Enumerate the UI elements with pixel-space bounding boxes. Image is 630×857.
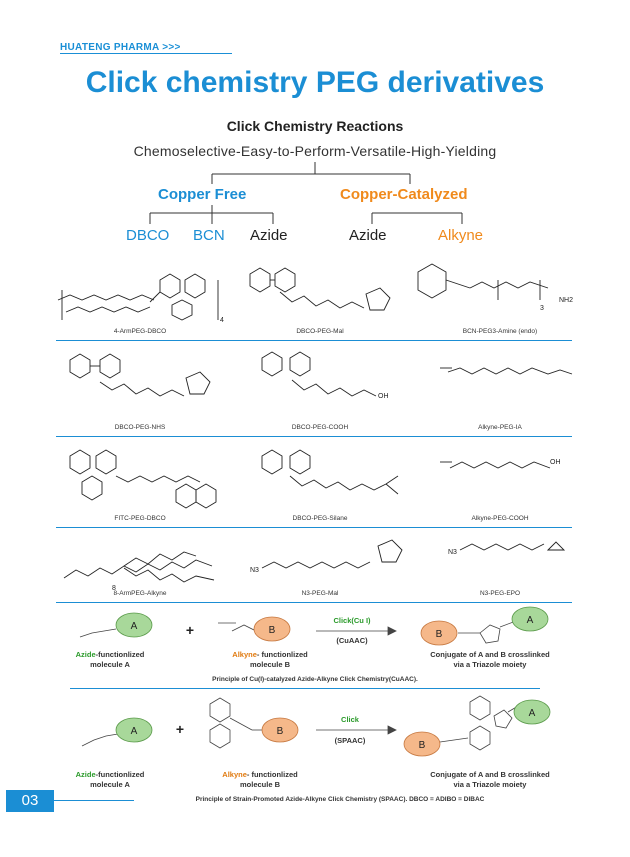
item-dbco: DBCO — [126, 227, 170, 244]
caption-alkyne-cooh: Alkyne-PEG-COOH — [471, 515, 529, 522]
spaac-b-product: B — [419, 740, 426, 751]
cuaac-scheme: A B B A + Click(Cu I) (CuAAC) — [79, 606, 549, 646]
cuaac-plus: + — [186, 622, 194, 638]
item-azide-catalyzed: Azide — [349, 227, 387, 244]
cuaac-arrow-top: Click(Cu I) — [333, 616, 371, 625]
caption-dbco-mal: DBCO-PEG-Mal — [296, 328, 344, 335]
caption-alkyne-ia: Alkyne-PEG-IA — [478, 424, 522, 431]
caption-dbco-nhs: DBCO-PEG-NHS — [114, 424, 166, 431]
cuaac-arrow-bottom: (CuAAC) — [336, 636, 368, 645]
cuaac-product-label: Conjugate of A and B crosslinked via a T… — [430, 650, 550, 669]
caption-n3-epo: N3-PEG-EPO — [479, 590, 521, 597]
cuaac-left-label: Azide-functionlized molecule A — [75, 650, 145, 669]
spaac-plus: + — [176, 721, 184, 737]
caption-dbco-cooh: DBCO-PEG-COOH — [291, 424, 349, 431]
spaac-arrow-bottom: (SPAAC) — [335, 736, 366, 745]
page-number-line — [54, 800, 134, 801]
cuaac-caption: Principle of Cu(I)-catalyzed Azide-Alkyn… — [212, 676, 418, 683]
eight-subscript: 8 — [112, 585, 116, 592]
spaac-left-label: Azide-functionlized molecule A — [75, 770, 145, 789]
separator-3 — [56, 527, 572, 528]
separator-4 — [56, 602, 572, 603]
caption-n3-mal: N3-PEG-Mal — [301, 590, 339, 597]
page-title: Click chemistry PEG derivatives — [85, 66, 545, 99]
spaac-b-mid: B — [277, 726, 284, 737]
caption-8arm-alkyne: 8-ArmPEG-Alkyne — [113, 590, 167, 597]
spaac-product-label: Conjugate of A and B crosslinked via a T… — [430, 770, 550, 789]
oh-label-row2: OH — [378, 393, 389, 400]
oh-label-row3: OH — [550, 459, 561, 466]
cuaac-b-product: B — [436, 629, 443, 640]
spaac-mid-label: Alkyne- functionlized molecule B — [222, 770, 298, 789]
cuaac-b-mid: B — [269, 625, 276, 636]
category-copper-catalyzed: Copper-Catalyzed — [340, 186, 468, 203]
spaac-a-left: A — [131, 726, 138, 737]
header-underline — [60, 53, 232, 54]
caption-4arm-dbco: 4-ArmPEG-DBCO — [113, 328, 167, 335]
item-bcn: BCN — [193, 227, 225, 244]
caption-dbco-silane: DBCO-PEG-Silane — [292, 515, 348, 522]
section-title: Click Chemistry Reactions — [226, 118, 404, 134]
nh2-label: NH2 — [559, 297, 573, 304]
spaac-arrow-top: Click — [341, 715, 360, 724]
cuaac-a-left: A — [131, 621, 138, 632]
cuaac-a-product: A — [527, 615, 534, 626]
separator-2 — [56, 436, 572, 437]
separator-1 — [56, 340, 572, 341]
caption-fitc-dbco: FITC-PEG-DBCO — [114, 515, 166, 522]
item-alkyne: Alkyne — [438, 227, 484, 244]
brand-header: HUATENG PHARMA >>> — [60, 42, 181, 53]
item-azide-free: Azide — [250, 227, 288, 244]
spaac-a-product: A — [529, 708, 536, 719]
n3-label-mal: N3 — [250, 567, 259, 574]
category-tree-lines — [149, 162, 463, 224]
cuaac-mid-label: Alkyne- functionlized molecule B — [232, 650, 308, 669]
spaac-scheme: A B B A + Click (SPAAC) — [81, 695, 551, 757]
n3-label-epo: N3 — [448, 549, 457, 556]
three-subscript: 3 — [540, 305, 544, 312]
page-number: 03 — [6, 790, 54, 812]
structures-panel: NH2 3 4 OH OH N3 N3 8 — [57, 263, 573, 592]
tagline: Chemoselective-Easy-to-Perform-Versatile… — [133, 143, 497, 159]
caption-bcn-amine: BCN-PEG3-Amine (endo) — [462, 328, 538, 335]
spaac-caption: Principle of Strain-Promoted Azide-Alkyn… — [195, 796, 485, 803]
four-subscript: 4 — [220, 317, 224, 324]
separator-5 — [70, 688, 540, 689]
category-copper-free: Copper Free — [158, 186, 247, 203]
